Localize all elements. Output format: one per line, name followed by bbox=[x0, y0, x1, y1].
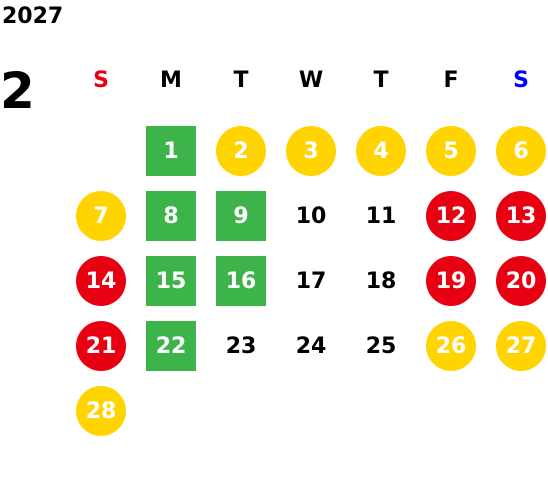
day-cell: 28 bbox=[76, 386, 126, 436]
day-cell: 4 bbox=[356, 126, 406, 176]
day-cell: 14 bbox=[76, 256, 126, 306]
day-cell: 12 bbox=[426, 191, 476, 241]
day-cell: 1 bbox=[146, 126, 196, 176]
day-cell: 6 bbox=[496, 126, 546, 176]
day-cell: 22 bbox=[146, 321, 196, 371]
day-cell: 26 bbox=[426, 321, 476, 371]
day-cell: 2 bbox=[216, 126, 266, 176]
day-cell: 11 bbox=[365, 203, 397, 229]
day-cell: 8 bbox=[146, 191, 196, 241]
weekday-header-monday: M bbox=[160, 68, 182, 93]
day-cell: 17 bbox=[295, 268, 327, 294]
weekday-header-sunday: S bbox=[93, 68, 109, 93]
day-cell: 15 bbox=[146, 256, 196, 306]
month-number: 2 bbox=[0, 62, 35, 120]
day-cell: 10 bbox=[295, 203, 327, 229]
day-cell: 24 bbox=[295, 333, 327, 359]
weekday-header-wednesday: W bbox=[298, 68, 324, 93]
weekday-header-saturday: S bbox=[513, 68, 529, 93]
day-cell: 7 bbox=[76, 191, 126, 241]
weekday-header-thursday: T bbox=[373, 68, 389, 93]
weekday-header-friday: F bbox=[443, 68, 459, 93]
weekday-header-tuesday: T bbox=[233, 68, 249, 93]
day-cell: 21 bbox=[76, 321, 126, 371]
day-cell: 19 bbox=[426, 256, 476, 306]
day-cell: 16 bbox=[216, 256, 266, 306]
day-cell: 5 bbox=[426, 126, 476, 176]
day-cell: 13 bbox=[496, 191, 546, 241]
day-cell: 25 bbox=[365, 333, 397, 359]
day-cell: 9 bbox=[216, 191, 266, 241]
day-cell: 3 bbox=[286, 126, 336, 176]
day-cell: 20 bbox=[496, 256, 546, 306]
day-cell: 23 bbox=[225, 333, 257, 359]
day-cell: 18 bbox=[365, 268, 397, 294]
year-label: 2027 bbox=[2, 4, 64, 29]
day-cell: 27 bbox=[496, 321, 546, 371]
